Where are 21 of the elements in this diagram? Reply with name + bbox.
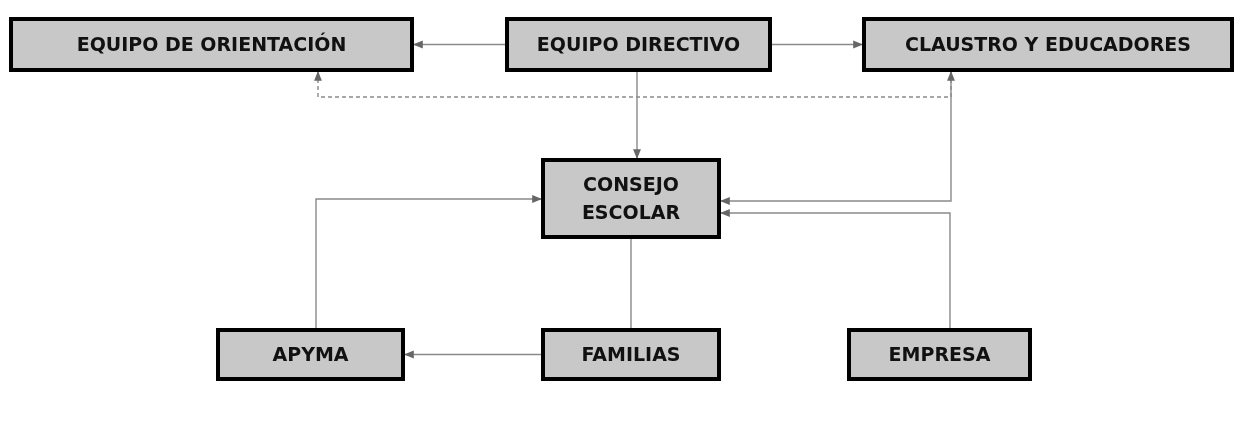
box-label: APYMA — [272, 341, 349, 367]
arrow — [720, 209, 951, 329]
arrow — [413, 40, 506, 49]
arrow — [404, 350, 542, 359]
org-box — [505, 17, 772, 72]
box-label: CONSEJO ESCOLAR — [580, 171, 682, 225]
arrow — [315, 195, 542, 329]
org-box — [541, 328, 721, 381]
box-label: EMPRESA — [888, 341, 991, 367]
org-box — [541, 158, 721, 239]
arrow — [771, 40, 863, 49]
box-label: FAMILIAS — [581, 341, 681, 367]
box-label: EQUIPO DIRECTIVO — [536, 31, 741, 57]
org-box — [216, 328, 405, 381]
box-label: CLAUSTRO Y EDUCADORES — [904, 31, 1192, 57]
org-box — [9, 17, 414, 72]
box-label: EQUIPO DE ORIENTACIÓN — [76, 31, 347, 57]
arrow — [720, 71, 955, 205]
org-box — [862, 17, 1234, 72]
arrow — [633, 71, 641, 159]
org-box — [847, 328, 1032, 381]
